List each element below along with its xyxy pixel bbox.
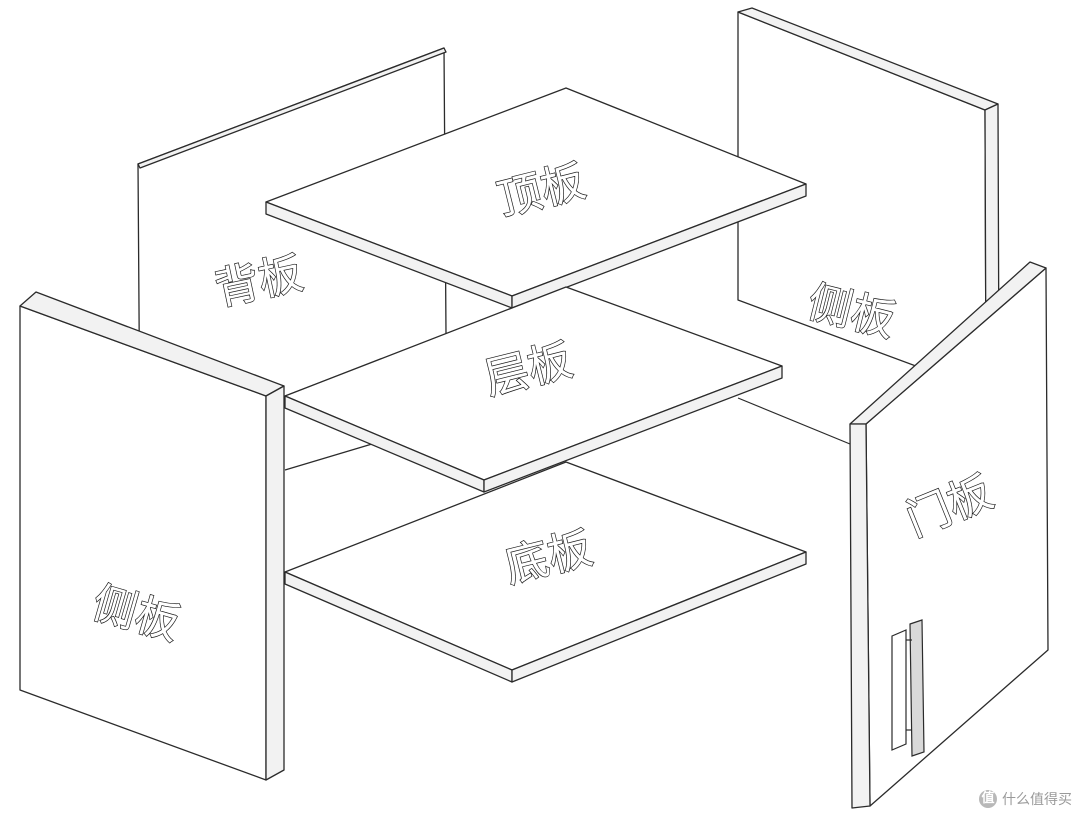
right-side-panel: 侧板 <box>737 7 1000 393</box>
bottom-panel: 底板 <box>284 461 807 683</box>
site-watermark: 值 什么值得买 <box>979 789 1072 809</box>
door-panel: 门板 <box>849 261 1049 809</box>
shelf-panel: 层板 <box>284 286 783 493</box>
back-panel: 背板 <box>137 47 447 453</box>
back-panel-label: 背板 <box>211 248 308 316</box>
watermark-logo-icon: 值 <box>979 790 997 808</box>
watermark-text: 什么值得买 <box>1002 792 1072 808</box>
left-side-panel: 侧板 <box>19 291 285 781</box>
top-panel: 顶板 <box>265 87 807 309</box>
door-handle <box>891 619 925 757</box>
